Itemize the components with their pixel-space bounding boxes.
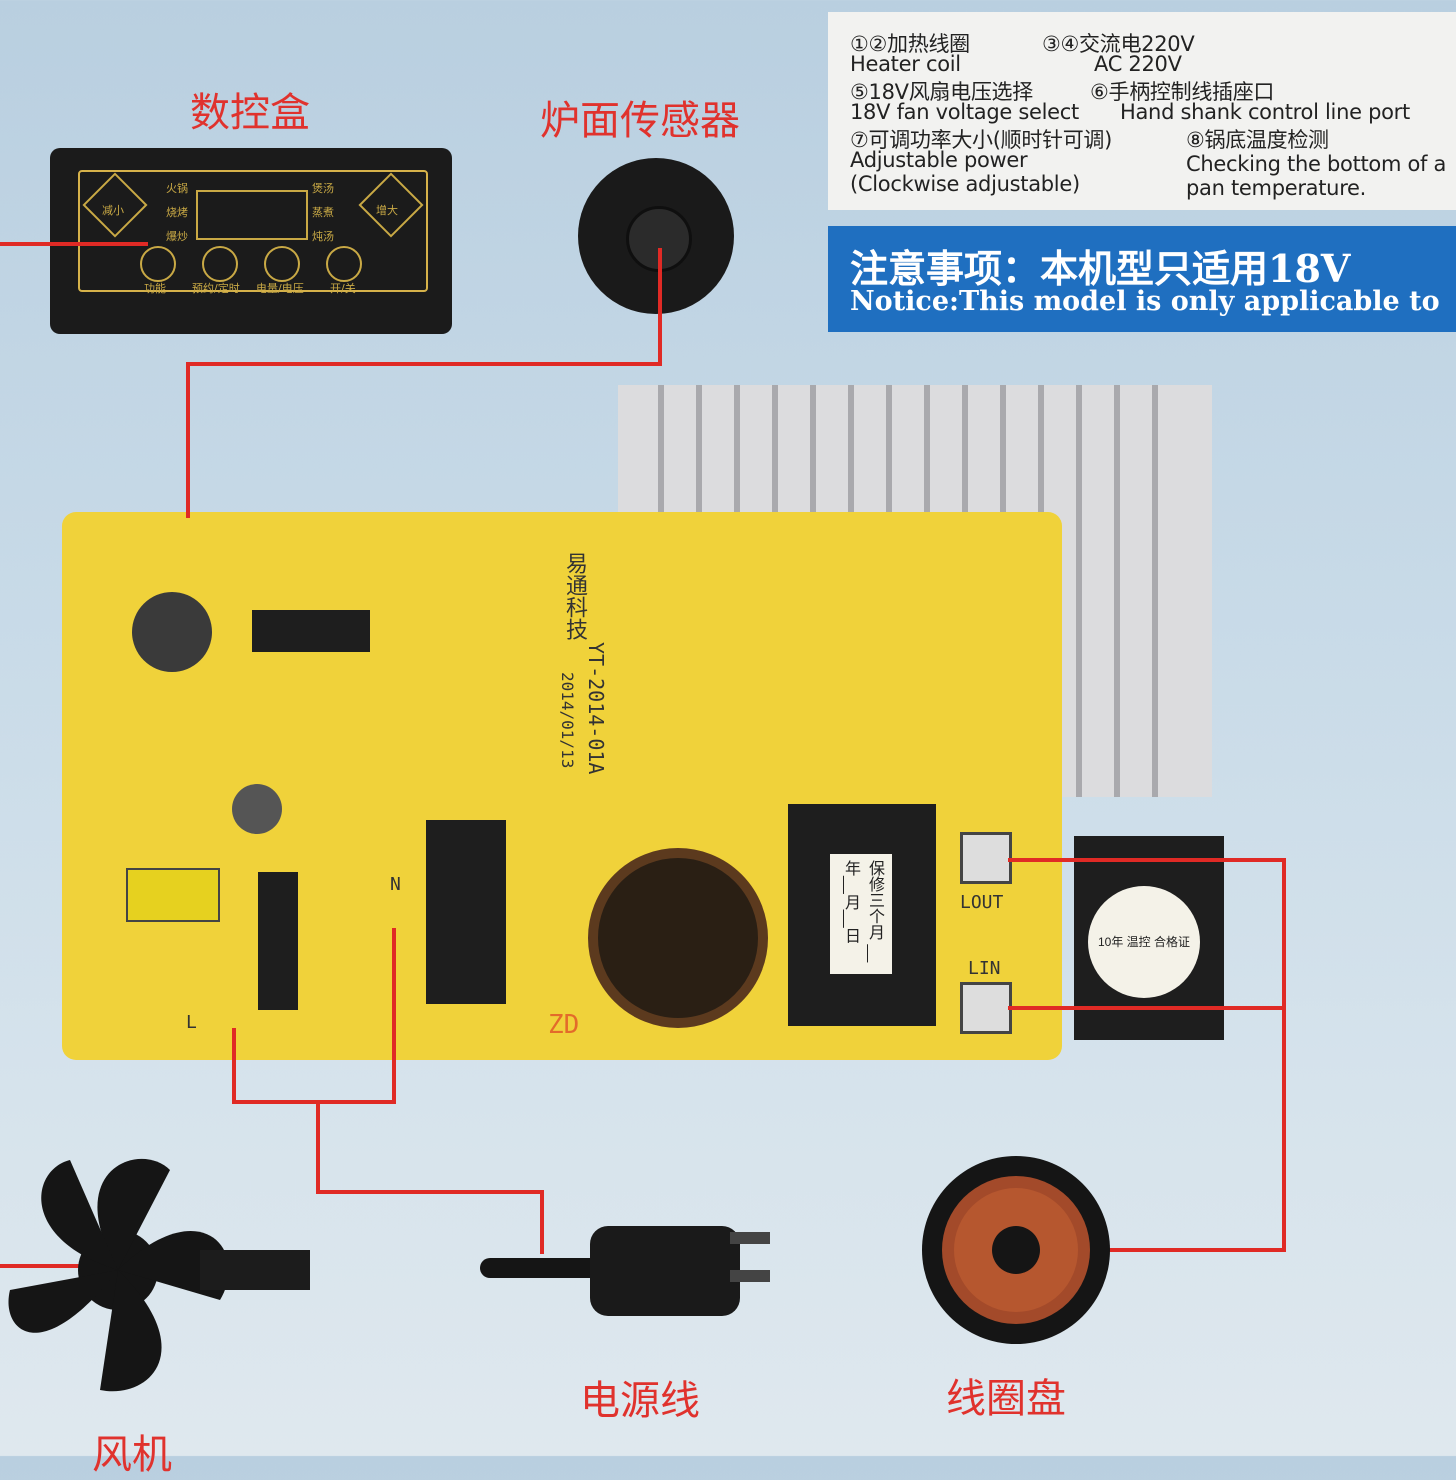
legend-pan-temp-en1: Checking the bottom of a	[1186, 152, 1446, 176]
notice-banner: 注意事项：本机型只适用18V Notice:This model is only…	[828, 226, 1456, 332]
toroid-inductor	[588, 848, 768, 1028]
power-plug	[480, 1196, 780, 1316]
relay-dial: 10年 温控 合格证	[1088, 886, 1200, 998]
legend-pan-temp-en2: pan temperature.	[1186, 176, 1366, 200]
coil-plate	[916, 1140, 1116, 1360]
timer-button[interactable]	[202, 246, 238, 282]
wire-cord-horizontal	[316, 1190, 544, 1194]
mode-soup[interactable]: 煲汤	[312, 180, 334, 196]
control-panel-frame: 减小 增大 火锅 烧烤 爆炒 煲汤 蒸煮 炖汤 功能 预约/定时 电量/电压 开…	[78, 170, 428, 292]
wire-fan-horizontal	[232, 1100, 396, 1104]
power-cord-label: 电源线	[580, 1368, 700, 1426]
legend-ac-en: AC 220V	[1094, 52, 1182, 76]
control-box: 减小 增大 火锅 烧烤 爆炒 煲汤 蒸煮 炖汤 功能 预约/定时 电量/电压 开…	[50, 148, 452, 334]
wire-lin	[1008, 1006, 1286, 1010]
warranty-sticker: 保修三个月 __年__月__日	[830, 854, 892, 974]
wire-fan-down	[232, 1028, 236, 1102]
legend-pan-temp-cn: ⑧锅底温度检测	[1186, 124, 1329, 154]
lout-terminal[interactable]	[960, 832, 1012, 884]
transformer	[126, 868, 220, 922]
timer-label: 预约/定时	[192, 280, 240, 296]
wire-sensor-horizontal	[186, 362, 662, 366]
fan	[0, 1130, 330, 1420]
power-transistor	[258, 872, 298, 1010]
l-terminal-mark: L	[186, 1012, 197, 1033]
display-window	[196, 190, 308, 240]
on-off-button[interactable]	[326, 246, 362, 282]
bridge-rectifier	[426, 820, 506, 1004]
ic-chip	[252, 610, 370, 652]
mode-grill[interactable]: 烧烤	[166, 204, 188, 220]
increase-label: 增大	[376, 202, 398, 218]
mode-stirfry[interactable]: 爆炒	[166, 228, 188, 244]
fan-label: 风机	[92, 1422, 172, 1480]
legend-handle-port-en: Hand shank control line port	[1120, 100, 1410, 124]
coil-plate-label: 线圈盘	[946, 1366, 1066, 1424]
wire-control-left	[0, 242, 148, 246]
mode-stew[interactable]: 炖汤	[312, 228, 334, 244]
power-voltage-button[interactable]	[264, 246, 300, 282]
power-voltage-label: 电量/电压	[256, 280, 304, 296]
n-terminal-mark: N	[390, 874, 401, 895]
notice-cn: 注意事项：本机型只适用18V	[850, 238, 1350, 293]
pcb-board: 保修三个月 __年__月__日 LOUT LIN 易通科技 YT-2014-01…	[62, 512, 1062, 1060]
legend-box: ①②加热线圈 Heater coil ③④交流电220V AC 220V ⑤18…	[828, 12, 1456, 210]
lin-label: LIN	[968, 958, 1001, 979]
resonant-capacitor: 保修三个月 __年__月__日	[788, 804, 936, 1026]
function-label: 功能	[144, 280, 166, 296]
lin-terminal[interactable]	[960, 982, 1012, 1034]
notice-en: Notice:This model is only applicable to	[850, 286, 1440, 317]
pcb-date: 2014/01/13	[558, 672, 577, 768]
function-button[interactable]	[140, 246, 176, 282]
wire-lout	[1008, 858, 1286, 862]
zd-mark: ZD	[548, 1010, 579, 1040]
surface-sensor-label: 炉面传感器	[540, 88, 740, 146]
legend-fan-voltage-en: 18V fan voltage select	[850, 100, 1079, 124]
legend-power-adjust-en1: Adjustable power	[850, 148, 1027, 172]
buzzer	[132, 592, 212, 672]
pcb-brand: 易通科技	[558, 552, 590, 640]
wire-sensor-down	[658, 248, 662, 364]
mode-hotpot[interactable]: 火锅	[166, 180, 188, 196]
legend-power-adjust-en2: (Clockwise adjustable)	[850, 172, 1080, 196]
legend-heater-coil-en: Heater coil	[850, 52, 961, 76]
surface-sensor	[578, 158, 734, 314]
capacitor-large	[232, 784, 282, 834]
wire-coil-horizontal	[1106, 1248, 1286, 1252]
control-box-label: 数控盒	[190, 80, 310, 138]
wire-coil-vertical	[1282, 858, 1286, 1252]
wire-n-terminal	[392, 928, 396, 1104]
mode-steam[interactable]: 蒸煮	[312, 204, 334, 220]
lout-label: LOUT	[960, 892, 1003, 913]
decrease-label: 减小	[102, 202, 124, 218]
wire-sensor-to-pcb	[186, 362, 190, 518]
on-off-label: 开/关	[330, 280, 356, 296]
pcb-model: YT-2014-01A	[584, 642, 608, 774]
